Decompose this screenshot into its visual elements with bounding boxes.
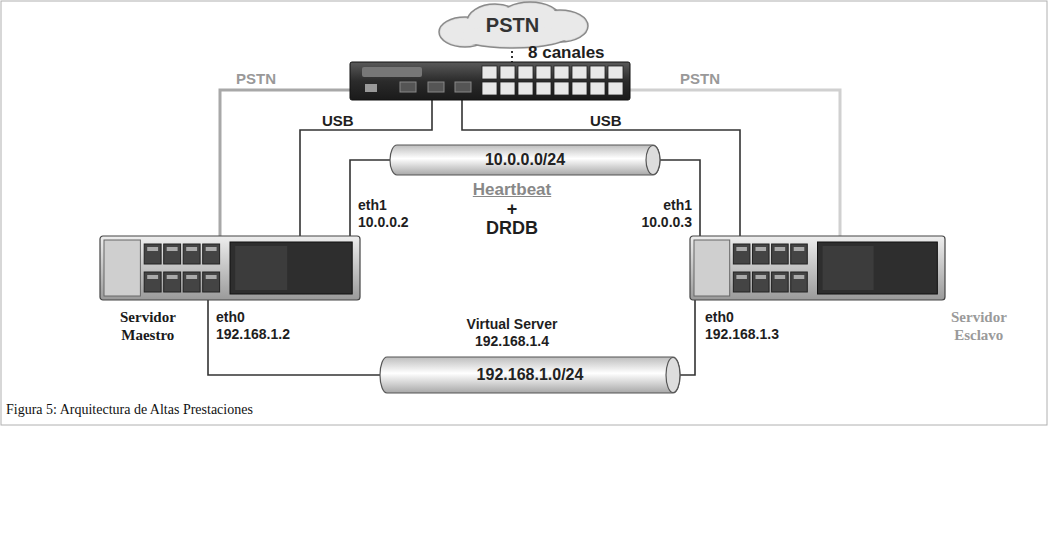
server-name: Servidor Maestro xyxy=(120,308,176,344)
server-shape xyxy=(690,236,945,300)
network-link xyxy=(208,300,380,375)
server-box: Servidor Maestro xyxy=(100,236,360,300)
network-label: 10.0.0.0/24 xyxy=(485,151,565,169)
pstn-wire xyxy=(628,90,840,236)
server-name: Servidor Esclavo xyxy=(951,308,1007,344)
link-label: USB xyxy=(590,112,622,130)
interface-label: Virtual Server 192.168.1.4 xyxy=(452,316,572,350)
server-shape xyxy=(100,236,360,300)
cloud-label: PSTN xyxy=(486,14,539,37)
figure-frame xyxy=(1,1,1047,425)
network-segment: 10.0.0.0/24 xyxy=(390,145,660,175)
link-label: USB xyxy=(322,112,354,130)
network-cloud: PSTN xyxy=(425,2,600,48)
link-label: 8 canales xyxy=(528,43,605,63)
pstn-wire xyxy=(220,90,352,236)
link-label: PSTN xyxy=(236,70,276,88)
network-label: 192.168.1.0/24 xyxy=(477,366,584,384)
cluster-label: Heartbeat xyxy=(473,180,551,200)
interface-label: eth1 10.0.0.3 xyxy=(641,197,692,231)
server-box: Servidor Esclavo xyxy=(690,236,945,300)
link-label: PSTN xyxy=(680,70,720,88)
digium-gateway xyxy=(350,62,630,100)
cluster-label: + xyxy=(507,199,518,221)
figure-caption: Figura 5: Arquitectura de Altas Prestaci… xyxy=(6,402,253,419)
interface-label: eth1 10.0.0.2 xyxy=(358,197,409,231)
network-link xyxy=(680,300,695,375)
interface-label: eth0 192.168.1.3 xyxy=(705,309,779,343)
cluster-label: DRDB xyxy=(486,218,538,240)
network-segment: 192.168.1.0/24 xyxy=(380,357,680,393)
interface-label: eth0 192.168.1.2 xyxy=(216,309,290,343)
